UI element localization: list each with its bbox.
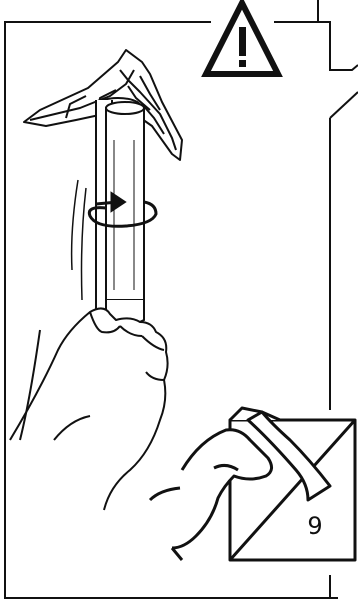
mop-handle bbox=[96, 100, 144, 330]
page-number: 9 bbox=[300, 512, 330, 540]
warning-triangle-icon bbox=[206, 3, 278, 74]
hand-gripping-handle bbox=[10, 308, 168, 510]
motion-lines bbox=[72, 180, 86, 300]
